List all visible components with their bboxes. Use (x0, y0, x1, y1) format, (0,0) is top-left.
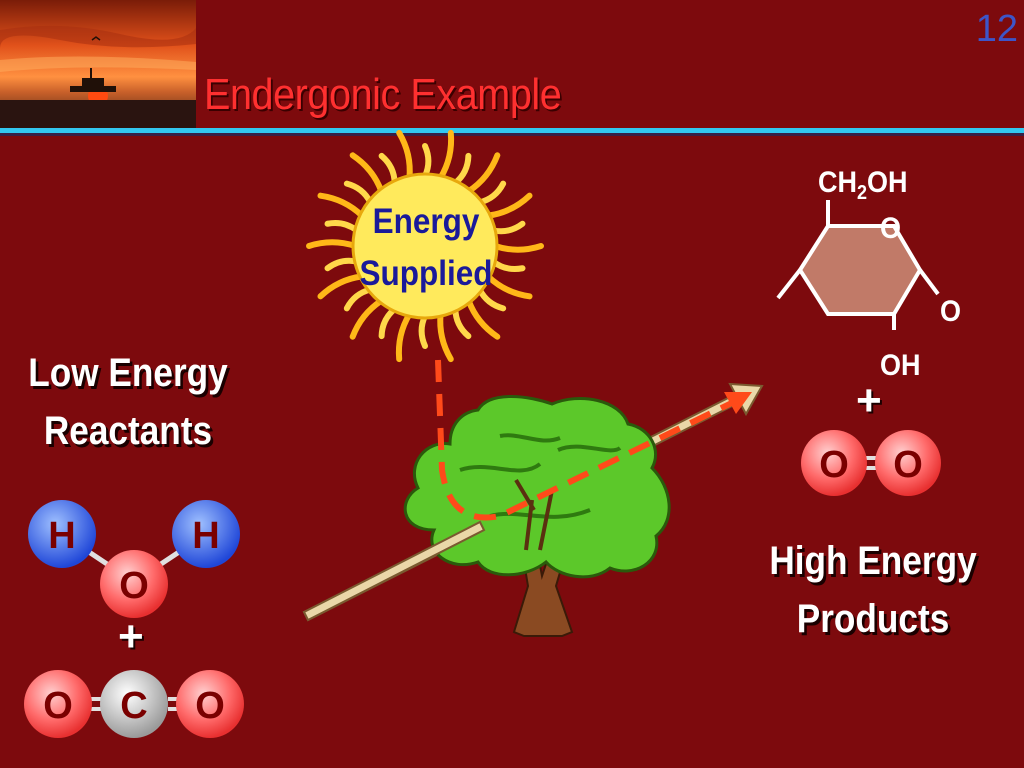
products-label-line2: Products (796, 597, 950, 641)
sun-ray (349, 297, 385, 340)
energy-flow-graphic (302, 359, 764, 637)
glucose-side-oxygen: O (940, 295, 962, 328)
water-atom-h2: H (192, 515, 219, 557)
sunset-photo (0, 0, 196, 128)
glucose-ring-oxygen: O (880, 212, 902, 245)
sun-ray (317, 192, 365, 219)
o2-atom-2: O (893, 444, 923, 486)
energy-path-dashed (435, 359, 744, 521)
sun-ray (452, 306, 472, 340)
sun-ray (306, 239, 358, 249)
glucose-top-sub: 2 (857, 182, 868, 204)
slide-number: 12 (975, 8, 1018, 50)
sun-ray (485, 273, 533, 300)
tree-icon (403, 395, 671, 637)
hydrogen-atom (172, 500, 240, 568)
products-plus: + (856, 376, 882, 425)
water-atom-o: O (119, 565, 149, 607)
oxygen-atom (176, 670, 244, 738)
hydrogen-atom (28, 500, 96, 568)
slide-title: Endergonic Example (204, 70, 562, 119)
glucose-top-group: CH2OH (818, 166, 908, 205)
co2-atom-o2: O (195, 685, 225, 727)
sun-ray (422, 143, 432, 179)
co2-atom-o1: O (43, 685, 73, 727)
energy-supplied-label: Energy Supplied (349, 196, 504, 300)
carbon-atom (100, 670, 168, 738)
energy-label-line2: Supplied (359, 254, 493, 293)
reactants-plus: + (118, 612, 144, 661)
oxygen-atom (875, 430, 941, 496)
o2-atom-1: O (819, 444, 849, 486)
products-label-line1: High Energy (769, 539, 977, 583)
title-divider (0, 128, 1024, 136)
sun-ray (378, 306, 398, 340)
sun-ray (349, 152, 385, 195)
sun-ray (317, 273, 365, 300)
sun-ray (395, 311, 413, 363)
reactants-label-line2: Reactants (43, 409, 213, 453)
sun-ray (378, 152, 398, 186)
glucose-top-oh: OH (867, 166, 908, 199)
oxygen-atom (24, 670, 92, 738)
sun-icon (306, 129, 544, 363)
oxygen-molecule: O O (801, 430, 941, 496)
sun-ray (452, 152, 472, 186)
sun-ray (465, 152, 501, 195)
sun-ray (396, 129, 413, 181)
sun-ray (437, 311, 454, 363)
co2-atom-c: C (120, 685, 147, 727)
oxygen-atom (100, 550, 168, 618)
glucose-top-ch: CH (818, 166, 858, 199)
high-energy-products-label: High Energy Products (756, 532, 990, 648)
sun-ray (485, 192, 533, 219)
water-atom-h1: H (48, 515, 75, 557)
water-molecule: H H O (28, 500, 240, 618)
oxygen-atom (801, 430, 867, 496)
energy-label-line1: Energy (372, 202, 480, 241)
sun-ray (492, 243, 544, 253)
glucose-ring (776, 200, 940, 330)
carbon-dioxide-molecule: O C O (24, 670, 244, 738)
sun-ray (437, 129, 455, 181)
low-energy-reactants-label: Low Energy Reactants (15, 344, 240, 460)
reactants-label-line1: Low Energy (28, 351, 228, 395)
sun-ray (465, 297, 501, 340)
glucose-bottom-group: OH (880, 349, 921, 382)
